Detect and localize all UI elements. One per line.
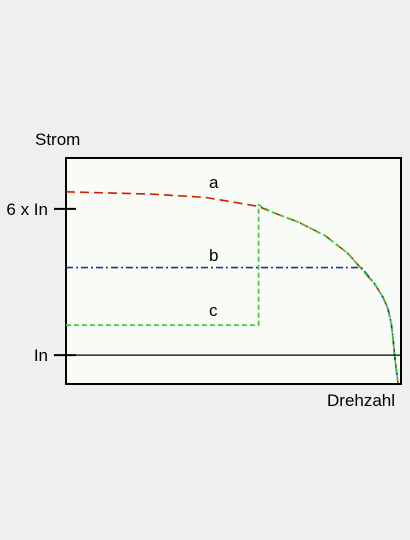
series-label-a: a [209,173,219,192]
y-axis-label: Strom [35,130,80,149]
y-tick-label-1: In [34,346,48,365]
series-label-b: b [209,246,218,265]
plot-area [65,157,402,385]
series-line-b [66,266,399,384]
y-tick-layer: 6 x In In [6,200,76,365]
series-line-c [66,203,399,384]
y-tick-label-0: 6 x In [6,200,48,219]
series-layer [65,191,399,384]
x-axis-label: Drehzahl [327,391,395,410]
series-label-c: c [209,301,218,320]
